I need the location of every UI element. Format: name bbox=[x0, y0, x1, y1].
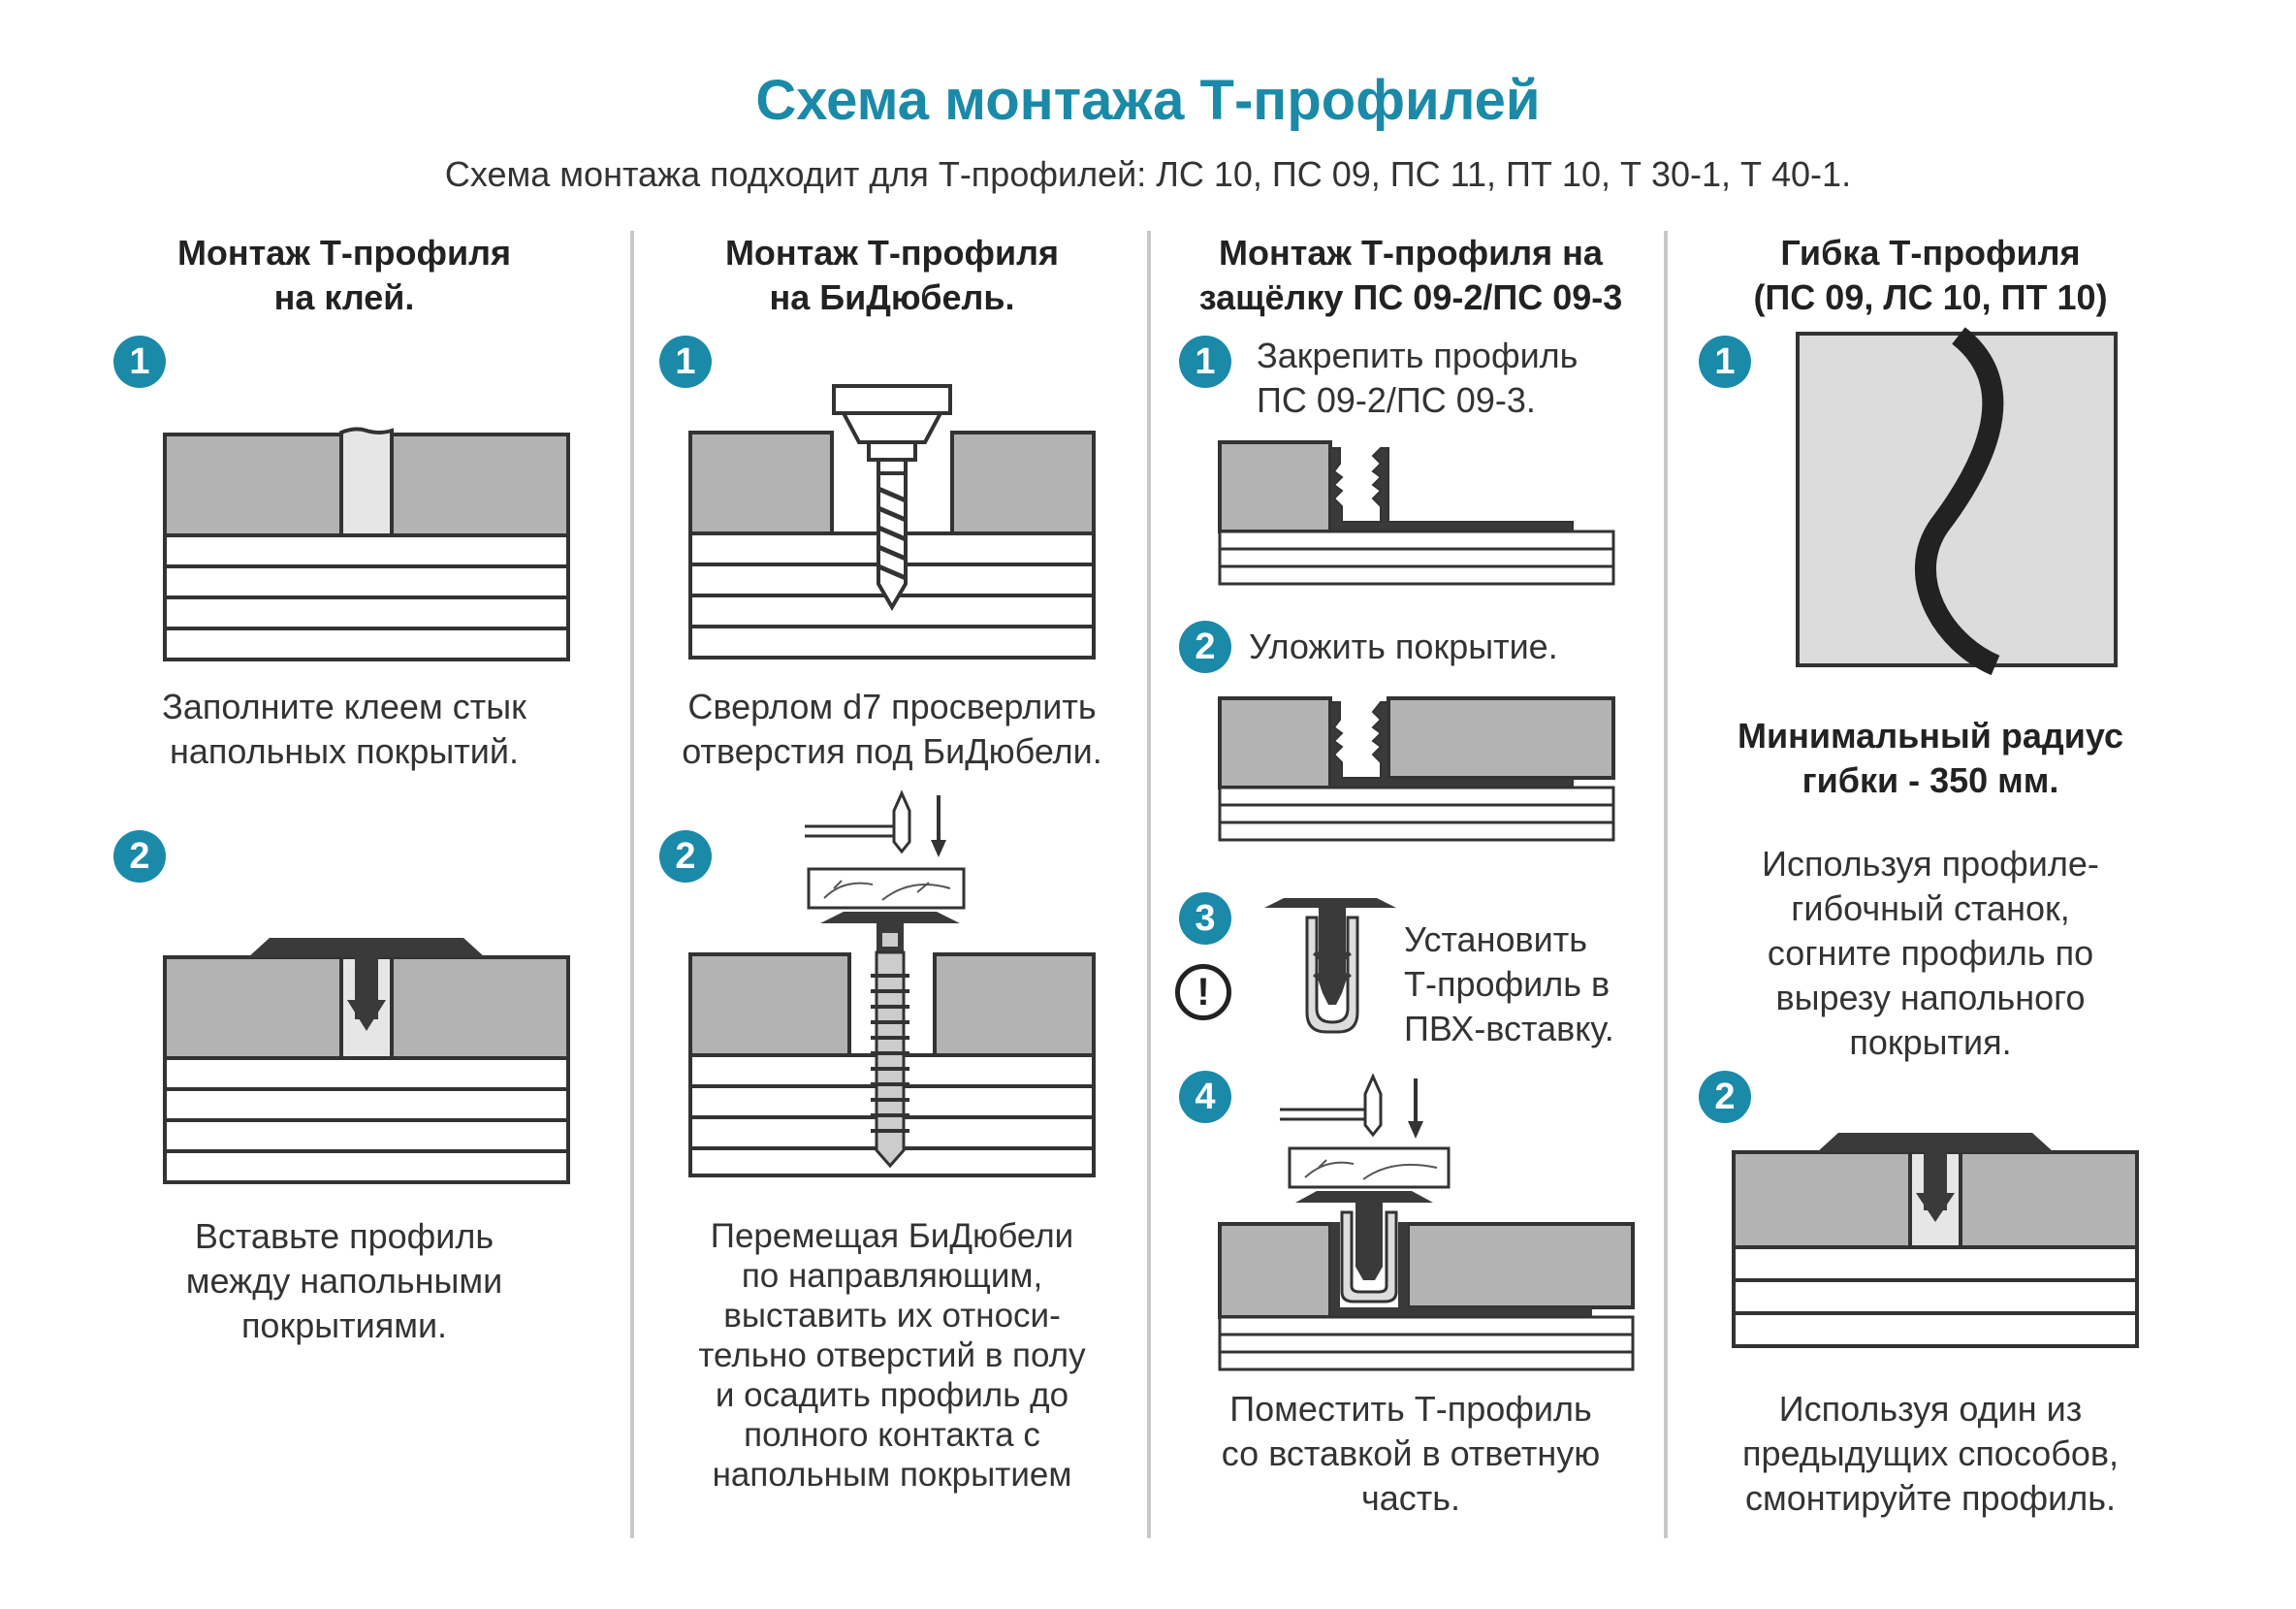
step-1-badge: 1 bbox=[113, 336, 166, 388]
column-2-heading: Монтаж Т-профиля на БиДюбель. bbox=[640, 231, 1144, 320]
dowel-hammer-illustration bbox=[688, 789, 1096, 1177]
text-line: между напольными bbox=[185, 1261, 503, 1301]
text-line: Т-профиль в bbox=[1404, 964, 1610, 1004]
text-line: ПВХ-вставку. bbox=[1404, 1009, 1614, 1048]
bend-radius-note: Минимальный радиус гибки - 350 мм. bbox=[1674, 714, 2187, 803]
step-2-description: Уложить покрытие. bbox=[1249, 625, 1656, 669]
heading-line: на клей. bbox=[273, 277, 415, 317]
column-4-heading: Гибка Т-профиля (ПС 09, ЛС 10, ПТ 10) bbox=[1674, 231, 2187, 320]
text-line: покрытиями. bbox=[240, 1305, 448, 1345]
glue-joint-illustration bbox=[163, 427, 570, 661]
warning-icon: ! bbox=[1175, 964, 1231, 1020]
step-2-badge: 2 bbox=[1699, 1071, 1751, 1123]
insert-profile-illustration bbox=[163, 938, 570, 1184]
text-line: Используя один из bbox=[1778, 1389, 2083, 1429]
step-2-badge: 2 bbox=[1179, 621, 1231, 673]
heading-line: Монтаж Т-профиля на bbox=[1219, 233, 1603, 273]
final-install-illustration bbox=[1732, 1133, 2139, 1348]
drill-illustration bbox=[688, 384, 1096, 660]
step-1-description: Сверлом d7 просверлить отверстия под БиД… bbox=[640, 685, 1144, 774]
step-1-description: Закрепить профиль ПС 09-2/ПС 09-3. bbox=[1257, 334, 1654, 423]
text-line: согните профиль по bbox=[1767, 933, 2094, 973]
text-line: часть. bbox=[1360, 1478, 1461, 1518]
text-line: гибки - 350 мм. bbox=[1802, 760, 2059, 800]
text-line: отверстия под БиДюбели. bbox=[682, 731, 1102, 771]
step-3-description: Установить Т-профиль в ПВХ-вставку. bbox=[1404, 917, 1666, 1051]
heading-line: на БиДюбель. bbox=[769, 277, 1015, 317]
text-line: и осадить профиль до bbox=[715, 1376, 1069, 1414]
text-line: по направляющим, bbox=[741, 1257, 1043, 1295]
text-line: Вставьте профиль bbox=[194, 1216, 494, 1256]
step-4-badge: 4 bbox=[1179, 1071, 1231, 1123]
step-1-badge: 1 bbox=[659, 336, 712, 388]
heading-line: Монтаж Т-профиля bbox=[724, 233, 1060, 273]
step-2-badge: 2 bbox=[113, 830, 166, 883]
step-1-description: Используя профиле- гибочный станок, согн… bbox=[1674, 842, 2187, 1065]
text-line: тельно отверстий в полу bbox=[698, 1336, 1086, 1374]
step-4-description: Поместить Т-профиль со вставкой в ответн… bbox=[1154, 1387, 1668, 1521]
column-1-heading: Монтаж Т-профиля на клей. bbox=[78, 231, 611, 320]
page-subtitle: Схема монтажа подходит для Т-профилей: Л… bbox=[444, 154, 1852, 194]
text-line: выставить их относи- bbox=[723, 1297, 1061, 1335]
step-2-description: Вставьте профиль между напольными покрыт… bbox=[78, 1214, 611, 1348]
step-1-badge: 1 bbox=[1179, 336, 1231, 388]
text-line: Установить bbox=[1404, 919, 1587, 959]
heading-line: Гибка Т-профиля bbox=[1780, 233, 2081, 273]
bend-profile-illustration bbox=[1796, 327, 2118, 676]
column-divider bbox=[1147, 231, 1151, 1538]
lay-covering-illustration bbox=[1218, 696, 1615, 842]
text-line: Уложить покрытие. bbox=[1249, 627, 1558, 666]
pvc-insert-illustration bbox=[1264, 898, 1396, 1034]
column-divider bbox=[1664, 231, 1668, 1538]
text-line: напольных покрытий. bbox=[169, 731, 520, 771]
step-2-description: Перемещая БиДюбели по направляющим, выст… bbox=[640, 1216, 1144, 1495]
text-line: Используя профиле- bbox=[1762, 844, 2099, 884]
step-2-badge: 2 bbox=[659, 830, 712, 883]
text-line: смонтируйте профиль. bbox=[1744, 1478, 2117, 1518]
text-line: Поместить Т-профиль bbox=[1229, 1389, 1592, 1429]
text-line: со вставкой в ответную bbox=[1221, 1433, 1601, 1473]
text-line: вырезу напольного bbox=[1775, 978, 2086, 1017]
column-divider bbox=[630, 231, 634, 1538]
text-line: покрытия. bbox=[1849, 1022, 2012, 1062]
text-line: Закрепить профиль bbox=[1257, 336, 1578, 375]
snap-base-illustration bbox=[1218, 440, 1615, 586]
text-line: Сверлом d7 просверлить bbox=[687, 687, 1097, 726]
heading-line: Монтаж Т-профиля bbox=[176, 233, 512, 273]
text-line: Перемещая БиДюбели bbox=[710, 1217, 1074, 1255]
page-title: Схема монтажа Т-профилей bbox=[755, 69, 1541, 132]
heading-line: защёлку ПС 09-2/ПС 09-3 bbox=[1198, 277, 1623, 317]
text-line: гибочный станок, bbox=[1791, 888, 2070, 928]
text-line: полного контакта с bbox=[744, 1416, 1040, 1454]
heading-line: (ПС 09, ЛС 10, ПТ 10) bbox=[1753, 277, 2108, 317]
text-line: предыдущих способов, bbox=[1741, 1433, 2120, 1473]
text-line: напольным покрытием bbox=[712, 1456, 1072, 1494]
text-line: Минимальный радиус bbox=[1738, 716, 2123, 756]
step-2-description: Используя один из предыдущих способов, с… bbox=[1674, 1387, 2187, 1521]
step-1-badge: 1 bbox=[1699, 336, 1751, 388]
step-1-description: Заполните клеем стык напольных покрытий. bbox=[78, 685, 611, 774]
column-3-heading: Монтаж Т-профиля на защёлку ПС 09-2/ПС 0… bbox=[1154, 231, 1668, 320]
text-line: Заполните клеем стык bbox=[162, 687, 526, 726]
step-3-badge: 3 bbox=[1179, 892, 1231, 945]
text-line: ПС 09-2/ПС 09-3. bbox=[1257, 380, 1536, 420]
snap-install-illustration bbox=[1218, 1073, 1635, 1371]
